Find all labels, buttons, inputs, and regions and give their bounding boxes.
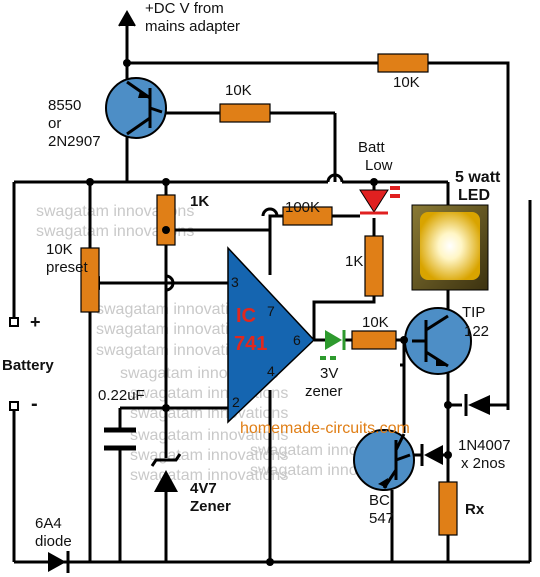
diode-1n4007-label-2: x 2nos <box>461 455 505 472</box>
watermark: swagatam innovations <box>130 427 288 444</box>
tip-label-1: TIP <box>462 304 485 321</box>
resistor-10k-top <box>377 53 429 73</box>
junction-dots <box>86 59 452 566</box>
battery-plus-label: + <box>30 312 41 332</box>
watermark: swagatam innovations <box>96 321 254 338</box>
zener-3v-green <box>320 330 346 360</box>
site-watermark: homemade-circuits.com <box>240 420 410 437</box>
tip122-transistor <box>404 307 472 375</box>
resistor-rx <box>438 481 458 536</box>
resistor-10k-base <box>219 103 271 123</box>
tip-label-2: 122 <box>464 323 489 340</box>
resistor-rx-label: Rx <box>465 501 485 518</box>
resistor-100k <box>282 206 333 226</box>
resistor-10k-tip-base-label: 10K <box>362 314 389 331</box>
five-watt-led <box>411 204 489 291</box>
pin-2-label: 2 <box>232 394 240 410</box>
pnp-label-3: 2N2907 <box>48 133 101 150</box>
diode-1n4007-a <box>464 394 490 416</box>
resistor-10k-top-label: 10K <box>393 74 420 91</box>
watermark: swagatam innovations <box>36 203 194 220</box>
pin-6-label: 6 <box>293 332 301 348</box>
led-label-1: 5 watt <box>455 169 501 186</box>
bc547-label-2: 547 <box>369 510 394 527</box>
ic-label-2: 741 <box>234 333 267 355</box>
battery-low-led <box>359 186 400 215</box>
watermark-group: swagatam innovations swagatam innovation… <box>36 203 408 484</box>
diode-1n4007-label-1: 1N4007 <box>458 437 511 454</box>
zener-3v-label-2: zener <box>305 383 343 400</box>
resistor-1k <box>156 194 176 246</box>
supply-label-2: mains adapter <box>145 18 240 35</box>
diode-6a4-label-1: 6A4 <box>35 515 62 532</box>
ic-label-1: IC <box>236 305 256 327</box>
capacitor-label: 0.22uF <box>98 387 145 404</box>
bc547-label-1: BC <box>369 492 390 509</box>
watermark: swagatam innovations <box>36 223 194 240</box>
pin-7-label: 7 <box>267 303 275 319</box>
capacitor-0.22uf <box>104 427 136 451</box>
diode-6a4-label-2: diode <box>35 533 72 550</box>
preset-10k <box>80 247 100 313</box>
resistor-1k-label: 1K <box>190 193 209 210</box>
pnp-label-1: 8550 <box>48 97 81 114</box>
resistor-1k-led <box>364 235 384 297</box>
battery-plus-terminal <box>9 317 19 327</box>
battery-minus-label: - <box>31 393 38 415</box>
pin-3-label: 3 <box>231 274 239 290</box>
batt-low-label-2: Low <box>365 157 393 174</box>
diode-1n4007-b <box>420 444 443 466</box>
bc547-transistor <box>353 429 415 491</box>
supply-label-1: +DC V from <box>145 0 224 17</box>
resistor-100k-label: 100K <box>285 199 320 216</box>
resistor-10k-tip-base <box>351 330 397 350</box>
battery-label: Battery <box>2 357 54 374</box>
zener-3v-label-1: 3V <box>320 365 338 382</box>
pnp-transistor-8550 <box>105 77 167 139</box>
pin-4-label: 4 <box>267 363 275 379</box>
zener-4v7 <box>150 453 182 492</box>
preset-label-1: 10K <box>46 241 73 258</box>
resistor-1k-led-label: 1K <box>345 253 363 270</box>
diode-6a4 <box>48 551 70 573</box>
watermark: swagatam innovations <box>96 342 254 359</box>
ic-741-opamp <box>227 246 316 424</box>
led-label-2: LED <box>458 187 490 204</box>
zener-4v7-label-2: Zener <box>190 498 231 515</box>
watermark: swagatam innovations <box>96 301 254 318</box>
zener-4v7-label-1: 4V7 <box>190 480 217 497</box>
preset-label-2: preset <box>46 259 89 276</box>
battery-minus-terminal <box>9 401 19 411</box>
pnp-label-2: or <box>48 115 61 132</box>
resistor-10k-base-label: 10K <box>225 82 252 99</box>
batt-low-label-1: Batt <box>358 139 386 156</box>
